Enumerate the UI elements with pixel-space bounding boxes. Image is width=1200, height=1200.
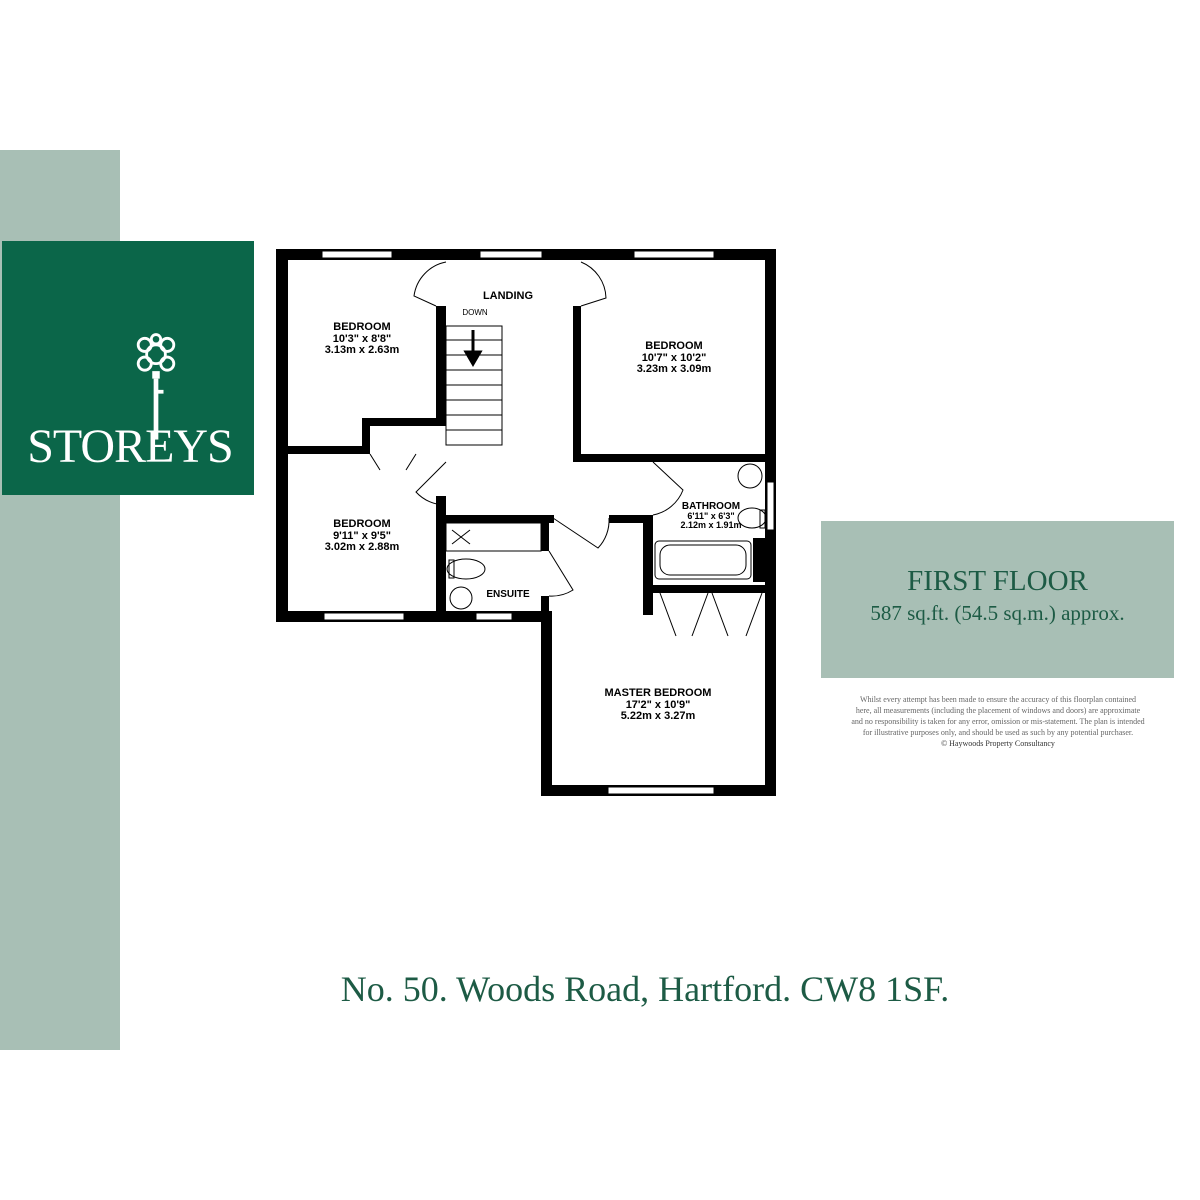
landing-name: LANDING	[483, 290, 533, 302]
disclaimer: Whilst every attempt has been made to en…	[822, 694, 1174, 749]
stairs-label: DOWN	[462, 308, 488, 317]
doors	[369, 261, 763, 637]
key-icon	[136, 333, 176, 440]
bedroom-tl-imperial: 10'3" x 8'8"	[333, 333, 391, 345]
bathroom-metric: 2.12m x 1.91m	[680, 520, 741, 530]
bedroom-tr-metric: 3.23m x 3.09m	[637, 363, 712, 375]
bedroom-tl-name: BEDROOM	[333, 321, 390, 333]
property-address: No. 50. Woods Road, Hartford. CW8 1SF.	[340, 969, 950, 1009]
shower-icon	[753, 538, 765, 582]
master-bedroom-imperial: 17'2" x 10'9"	[626, 699, 691, 711]
bedroom-bl-metric: 3.02m x 2.88m	[325, 541, 400, 553]
bathroom-imperial: 6'11" x 6'3"	[687, 511, 734, 521]
brand-name: STOREYS	[27, 420, 234, 473]
master-bedroom-metric: 5.22m x 3.27m	[621, 710, 696, 722]
floor-title: FIRST FLOOR	[907, 565, 1088, 597]
bedroom-tr-imperial: 10'7" x 10'2"	[642, 352, 707, 364]
disclaimer-line: Whilst every attempt has been made to en…	[859, 695, 1137, 704]
disclaimer-line: and no responsibility is taken for any e…	[851, 717, 1145, 726]
bedroom-bl-name: BEDROOM	[333, 518, 390, 530]
fixtures	[445, 463, 767, 610]
disclaimer-line: here, all measurements (including the pl…	[855, 706, 1141, 715]
bedroom-tl-metric: 3.13m x 2.63m	[325, 344, 400, 356]
disclaimer-copyright: © Haywoods Property Consultancy	[941, 739, 1055, 748]
storeys-logo: STOREYS	[2, 241, 254, 495]
bathroom-name: BATHROOM	[682, 501, 740, 512]
floor-info-panel: FIRST FLOOR 587 sq.ft. (54.5 sq.m.) appr…	[821, 521, 1174, 678]
stairs-down-arrow-icon	[463, 330, 483, 367]
staircase	[445, 325, 503, 446]
floor-area: 587 sq.ft. (54.5 sq.m.) approx.	[870, 601, 1125, 625]
windows	[321, 250, 775, 795]
bedroom-tr-name: BEDROOM	[645, 340, 702, 352]
master-bedroom-name: MASTER BEDROOM	[605, 687, 712, 699]
disclaimer-line: for illustrative purposes only, and shou…	[862, 728, 1134, 737]
ensuite-name: ENSUITE	[486, 589, 530, 600]
bedroom-bl-imperial: 9'11" x 9'5"	[333, 530, 391, 542]
